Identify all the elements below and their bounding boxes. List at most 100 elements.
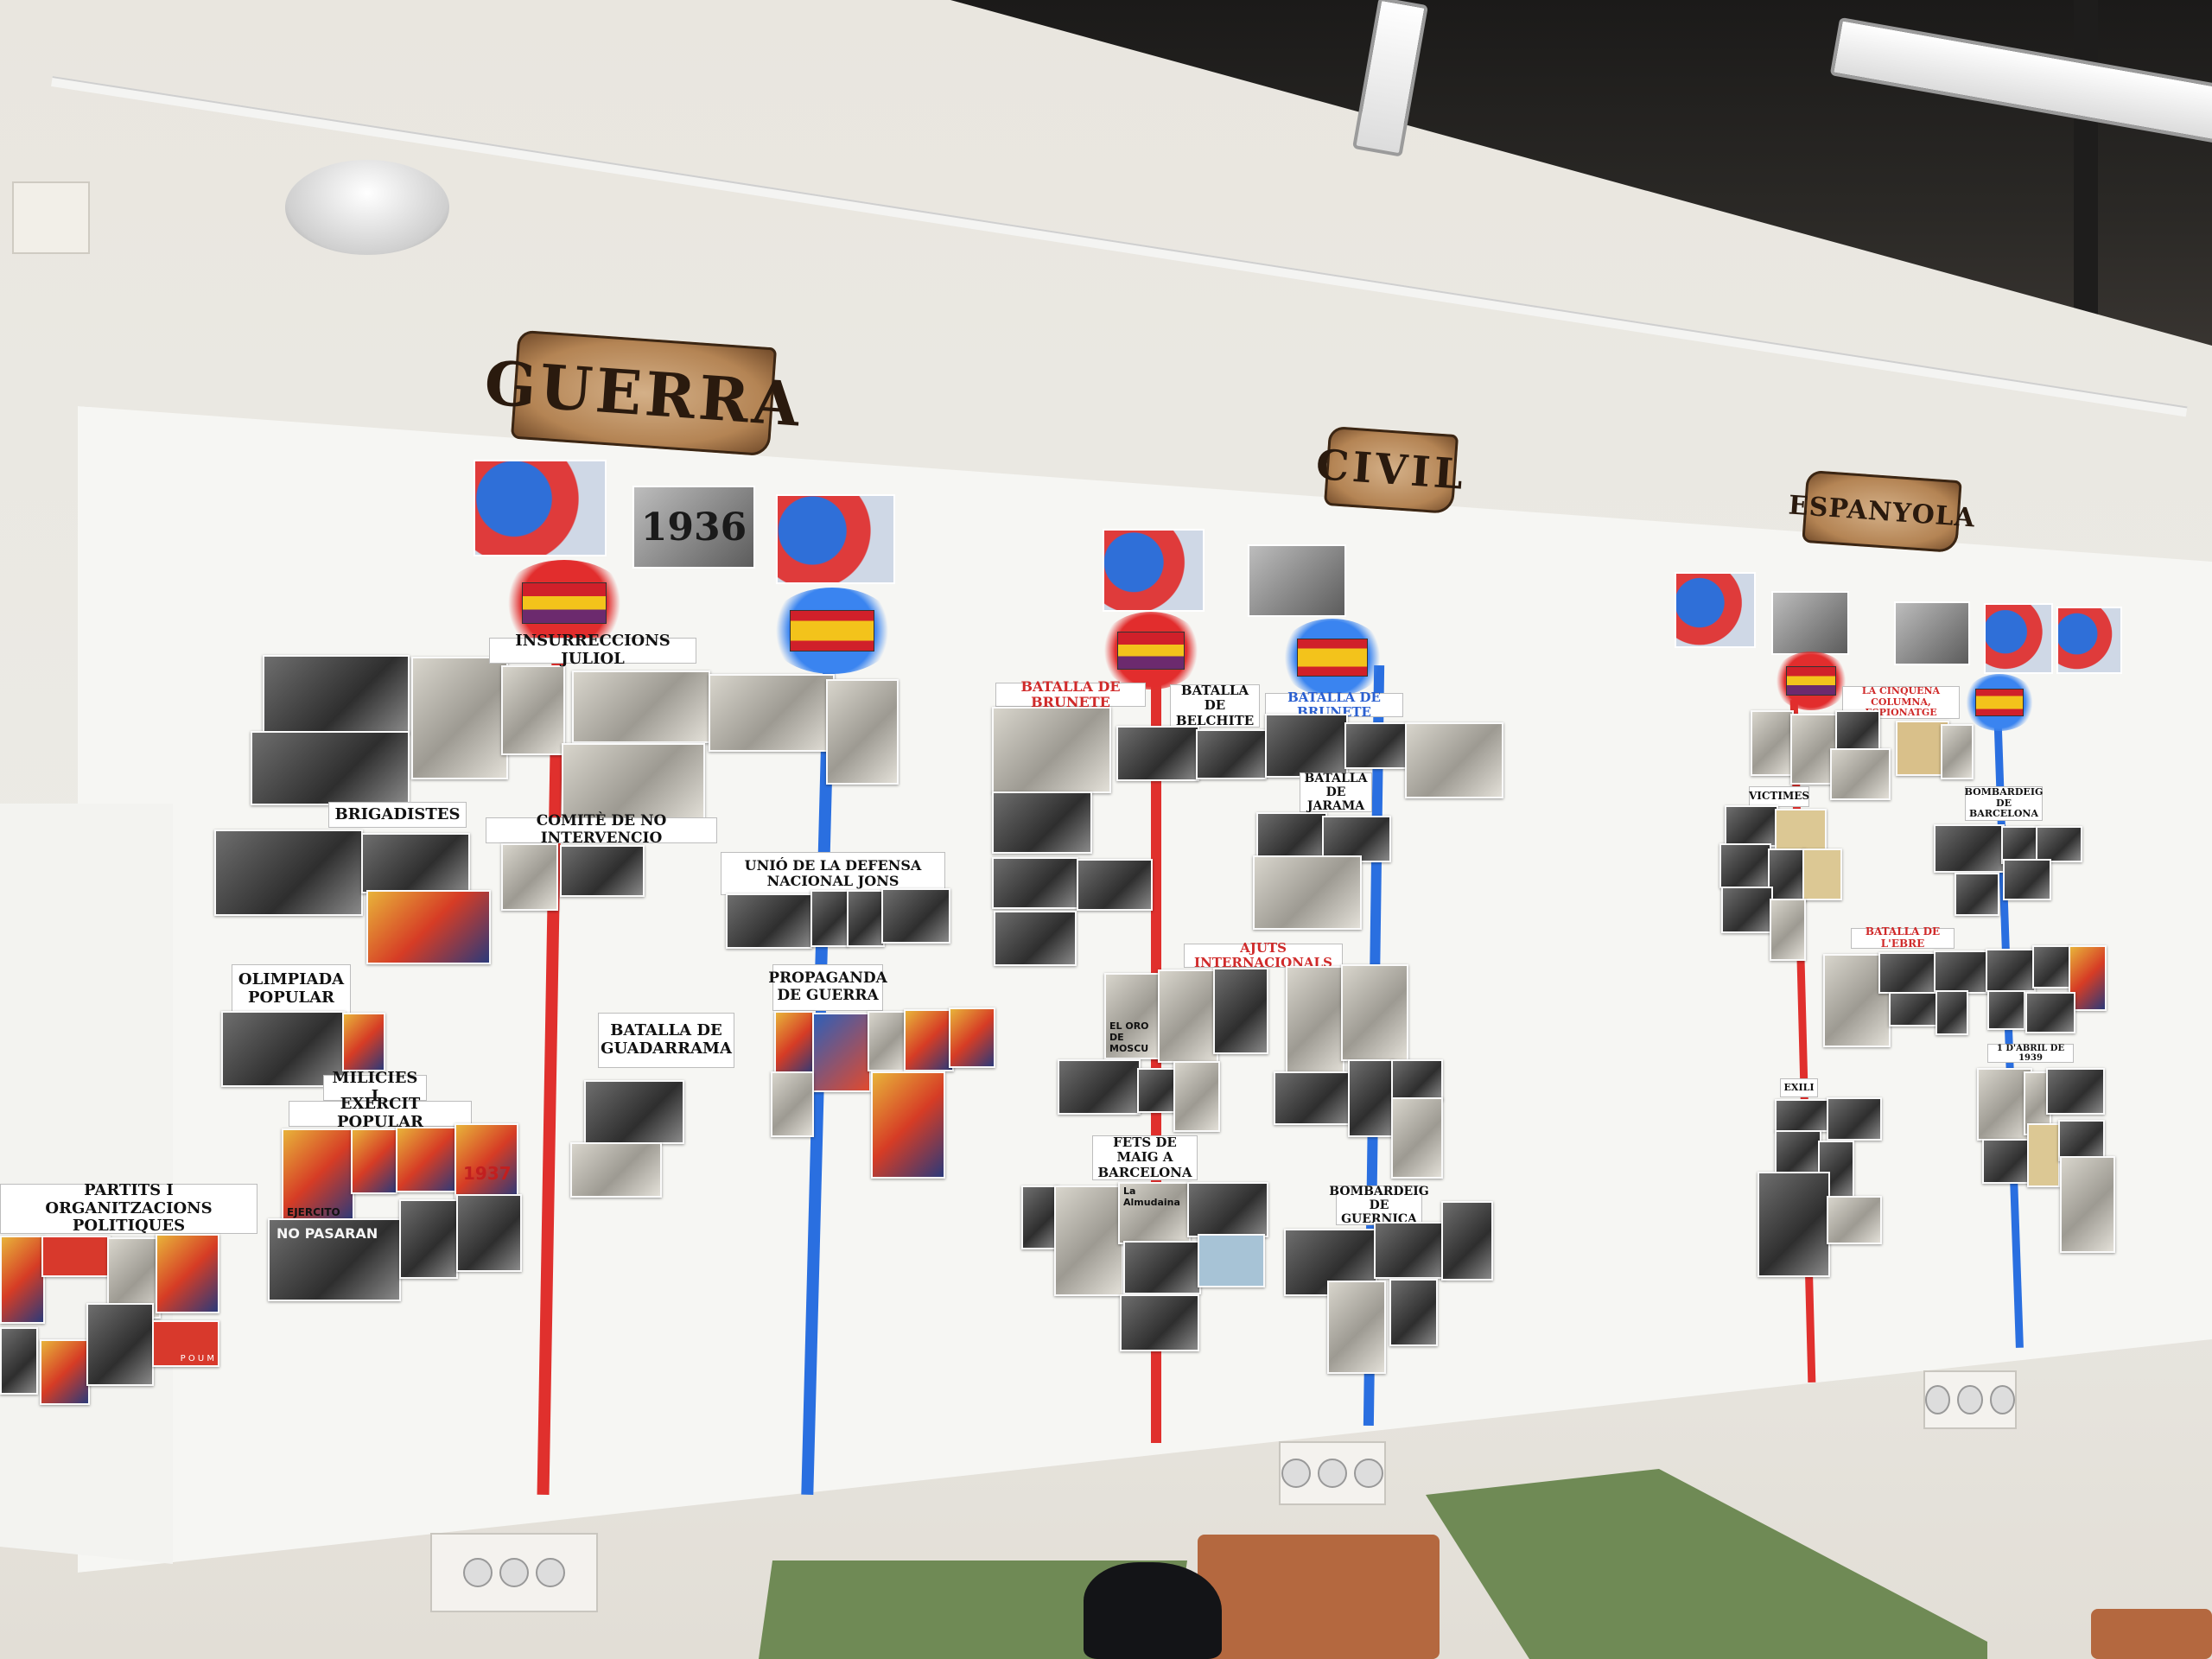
photo-card <box>1256 812 1327 862</box>
photo-card <box>1955 873 1999 916</box>
photo-card <box>1986 949 2036 992</box>
nationalist-flag-icon <box>790 610 874 652</box>
ceiling-beam <box>2074 0 2098 346</box>
year-plaque: 1936 <box>632 486 755 569</box>
photo-card <box>1775 1130 1821 1175</box>
year-plaque <box>1248 544 1346 617</box>
newspaper-clipping <box>1770 899 1806 961</box>
photo-card <box>1889 992 1941 1027</box>
power-socket <box>1318 1459 1347 1488</box>
photo-card <box>1116 726 1199 781</box>
newspaper-clipping <box>562 743 705 823</box>
photo-card <box>1374 1222 1446 1279</box>
newspaper-clipping <box>1802 849 1842 900</box>
photo-card <box>221 1011 346 1087</box>
newspaper-clipping <box>411 657 508 779</box>
newspaper-clipping <box>1173 1061 1220 1132</box>
photo-card <box>2046 1068 2105 1115</box>
label-comite: COMITÈ DE NO INTERVENCIO <box>486 813 717 847</box>
photo-card <box>726 893 812 949</box>
photo-card <box>1058 1059 1141 1115</box>
newspaper-clipping <box>1751 710 1794 776</box>
poster-image <box>342 1013 385 1071</box>
poum-text: P O U M <box>180 1354 214 1363</box>
photo-card <box>1719 843 1771 888</box>
photo-card <box>992 791 1092 854</box>
photo-card <box>1768 849 1806 902</box>
photo-card <box>1818 1141 1854 1198</box>
newspaper-clipping <box>1830 748 1891 800</box>
party-logo <box>40 1339 90 1405</box>
poster-no-pasaran-text: NO PASARAN <box>276 1225 378 1242</box>
photo-card <box>1077 859 1153 911</box>
label-ajuts: AJUTS INTERNACIONALS <box>1184 940 1343 970</box>
photo-card <box>1721 887 1773 933</box>
party-logo <box>41 1236 111 1277</box>
republic-flag-icon <box>1785 666 1837 696</box>
power-socket <box>1957 1385 1983 1414</box>
power-socket <box>463 1558 493 1587</box>
poster-image: EJERCITO <box>282 1128 354 1222</box>
newspaper-clipping <box>1286 966 1344 1077</box>
photo-card <box>2036 826 2082 862</box>
poster-image <box>1391 1097 1443 1179</box>
photo-card <box>2025 992 2075 1033</box>
photo-card <box>2003 859 2051 900</box>
photo-card <box>214 830 363 916</box>
label-abril: 1 D'ABRIL DE 1939 <box>1987 1044 2074 1063</box>
photo-card <box>399 1199 458 1279</box>
photo-card <box>1123 1241 1201 1294</box>
label-partits: PARTITS I ORGANITZACIONS POLITIQUES <box>0 1181 257 1235</box>
photo-card <box>992 857 1078 909</box>
photo-card <box>1187 1182 1268 1237</box>
photo-card <box>1322 816 1391 862</box>
newspaper-clipping <box>826 679 899 785</box>
photo-card <box>1389 1279 1438 1346</box>
portrait-photo <box>0 1327 38 1395</box>
photo-card <box>1441 1201 1493 1281</box>
republic-flag <box>1773 652 1849 710</box>
photo-card <box>86 1303 154 1386</box>
photo-card <box>1987 990 2025 1030</box>
newspaper-clipping <box>501 843 558 911</box>
republic-flag-icon <box>1116 632 1185 670</box>
photo-card <box>1835 710 1880 752</box>
year-plaque <box>1771 591 1849 655</box>
power-socket-strip <box>1279 1441 1386 1505</box>
poster-image <box>366 890 491 964</box>
party-logo <box>156 1234 219 1313</box>
photo-card <box>1120 1294 1199 1351</box>
wall-box <box>12 181 90 254</box>
photo-card <box>560 845 645 897</box>
photo-card <box>1213 968 1268 1054</box>
poster-image <box>871 1071 945 1179</box>
photo-card <box>570 1142 662 1198</box>
poum-poster: P O U M <box>152 1320 219 1367</box>
photo-card <box>2032 945 2072 988</box>
poster-image <box>868 1011 907 1071</box>
spain-map-image <box>1103 529 1205 612</box>
photo-card <box>1934 824 2005 873</box>
photo-card <box>1982 1139 2034 1184</box>
party-logo <box>0 1236 45 1324</box>
power-socket <box>536 1558 565 1587</box>
label-guernica: BOMBARDEIG DE GUERNICA <box>1329 1184 1429 1227</box>
power-socket-strip <box>1923 1370 2017 1429</box>
photo-card <box>584 1080 684 1144</box>
poster-image <box>771 1071 814 1137</box>
label-insurreccions: INSURRECCIONS JULIOL <box>489 632 696 668</box>
newspaper-clipping <box>2060 1156 2115 1253</box>
power-socket <box>499 1558 529 1587</box>
photo-card <box>994 911 1077 966</box>
label-brunete-red: BATALLA DE BRUNETE <box>995 678 1146 710</box>
photo-card <box>1391 1059 1443 1101</box>
newspaper-clipping <box>1341 964 1408 1061</box>
photo-card <box>1758 1172 1830 1277</box>
poster-image <box>774 1011 816 1075</box>
map-clipping <box>1253 855 1362 930</box>
label-exili: EXILI <box>1780 1078 1818 1097</box>
photo-card <box>456 1194 522 1272</box>
map-clipping <box>1405 722 1503 798</box>
spain-map-image <box>2056 607 2122 674</box>
poster-image <box>949 1007 995 1068</box>
